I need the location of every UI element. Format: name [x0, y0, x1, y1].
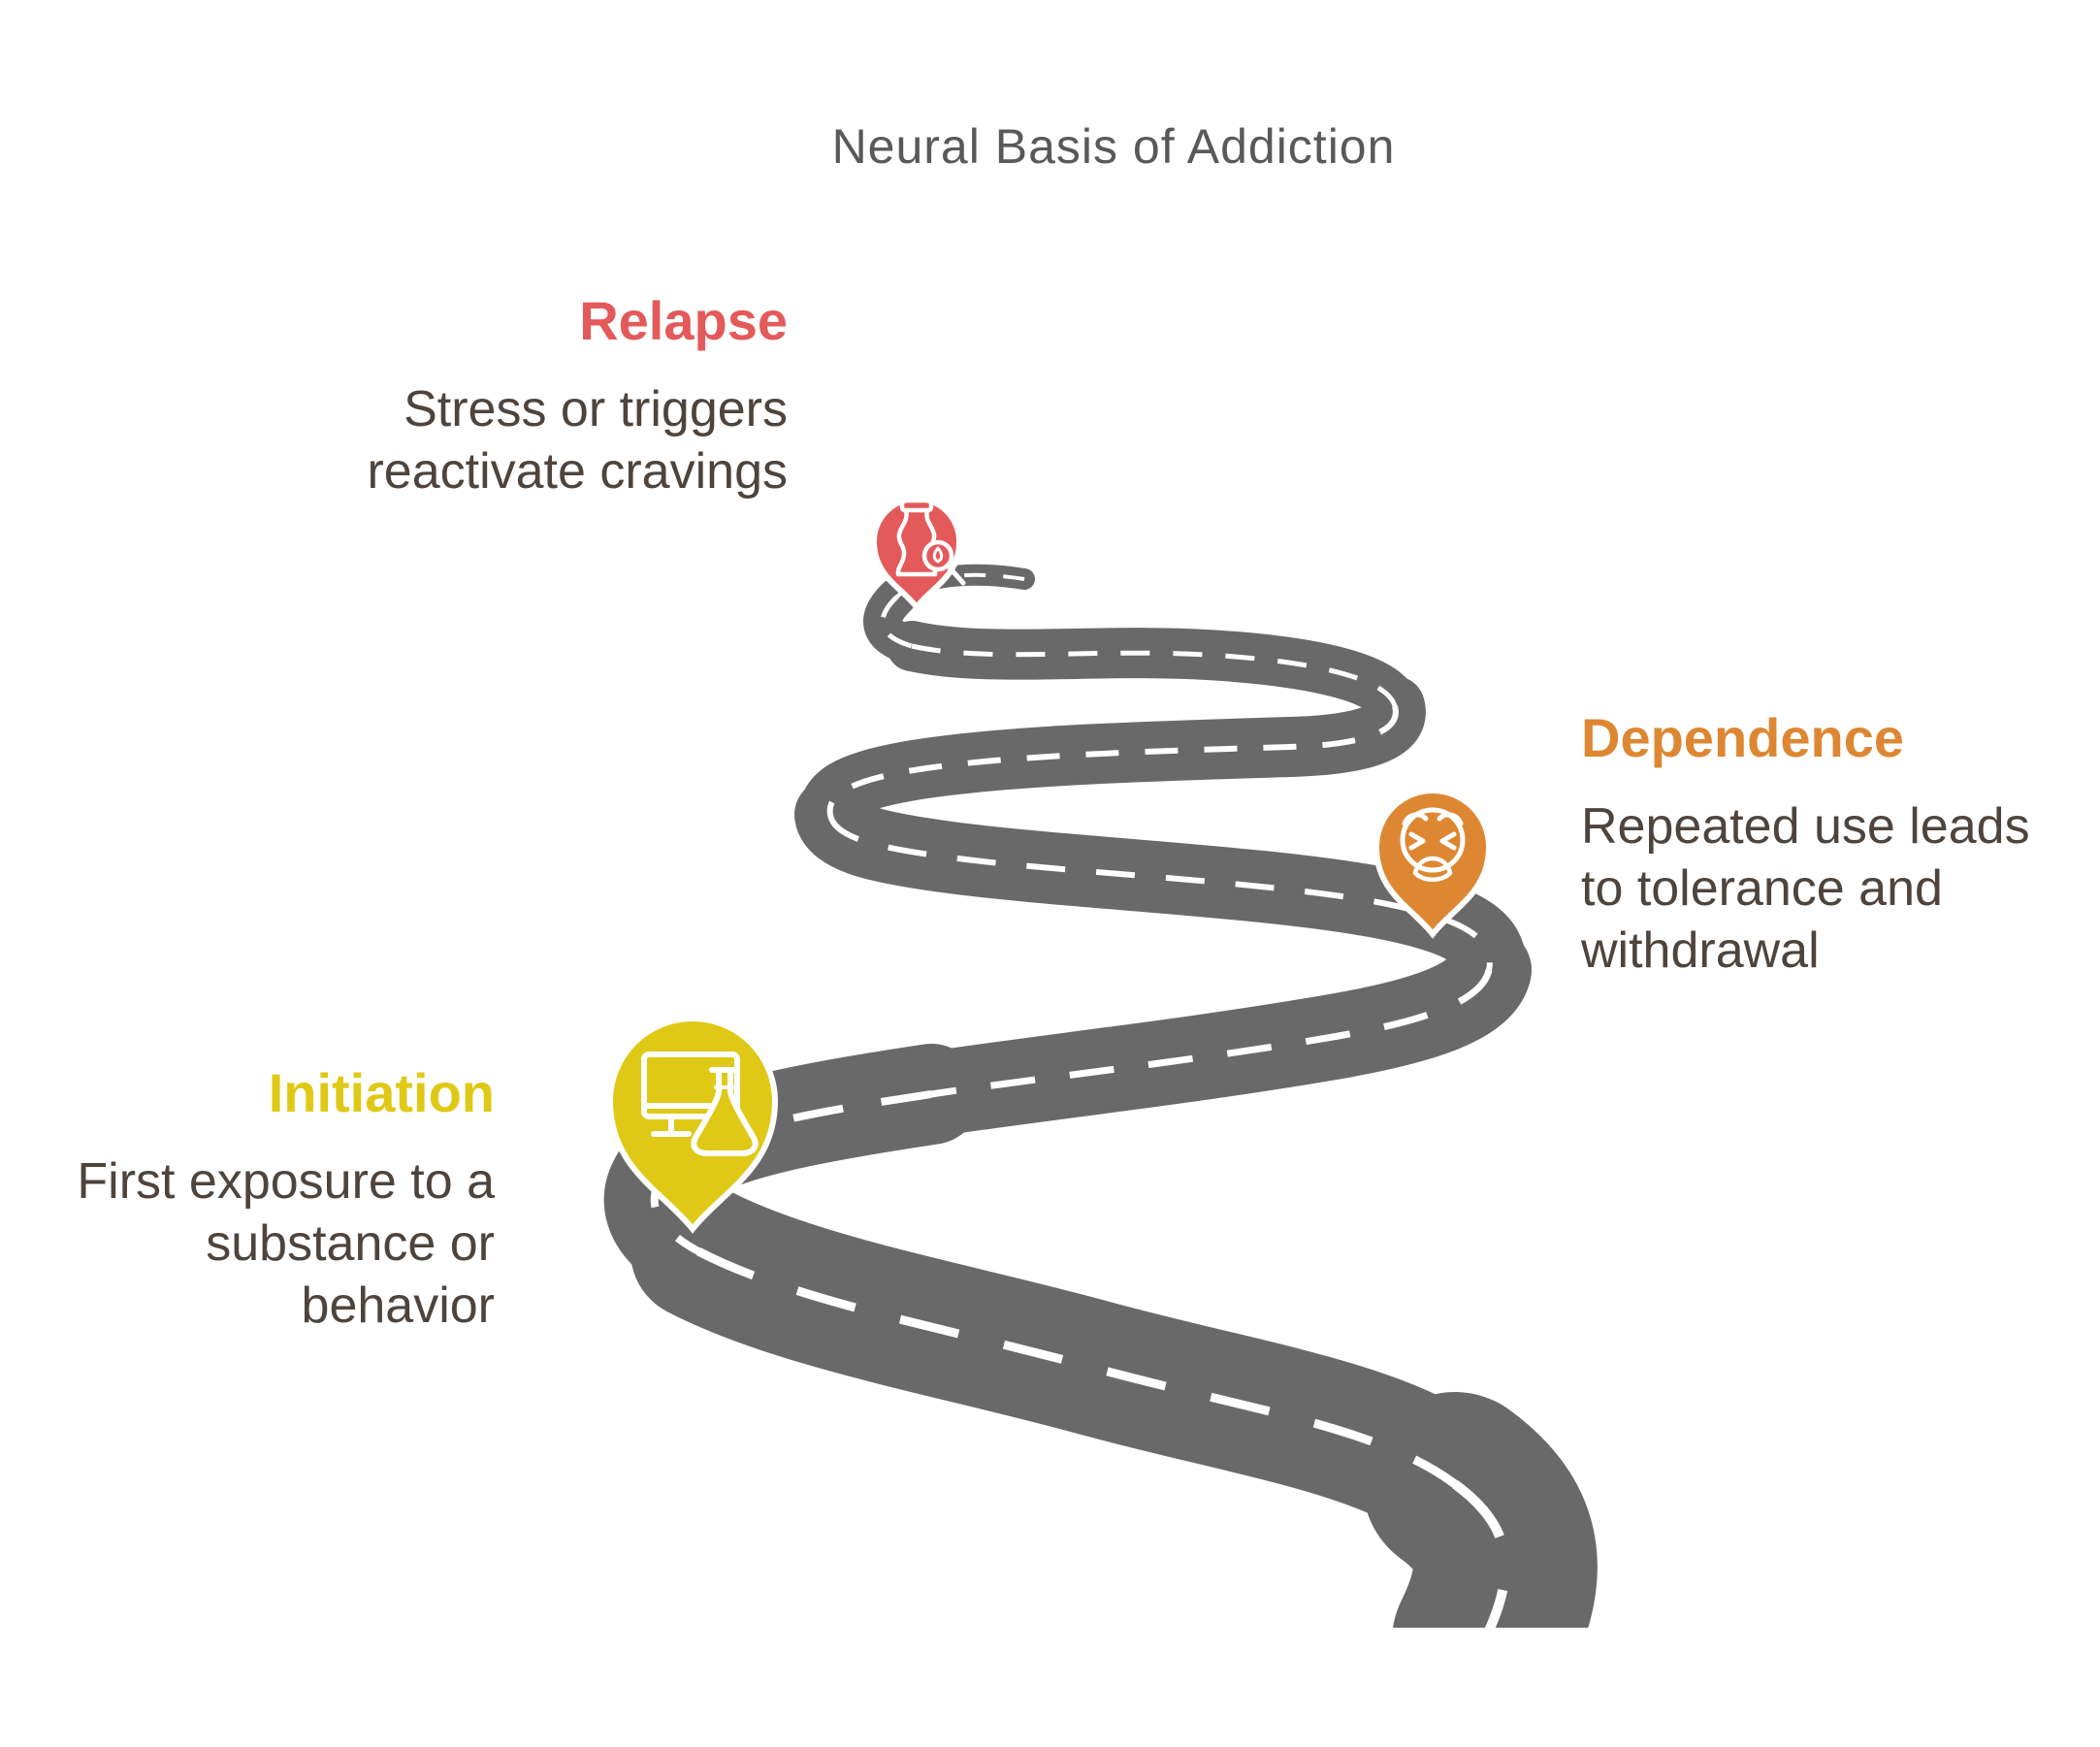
- road-end-mask: [1115, 1628, 1794, 1747]
- initiation-desc-line: First exposure to a: [77, 1153, 495, 1210]
- dependence-desc-line: to tolerance and: [1581, 860, 1943, 917]
- page-title: Neural Basis of Addiction: [831, 119, 1396, 174]
- relapse-pin: [870, 496, 966, 612]
- initiation-label: Initiation: [268, 1062, 495, 1123]
- initiation-pin: [606, 1016, 779, 1234]
- initiation-description: First exposure to a substance or behavio…: [58, 1150, 495, 1337]
- dependence-pin: [1373, 788, 1493, 939]
- relapse-desc-line: reactivate cravings: [367, 443, 788, 500]
- initiation-desc-line: behavior: [301, 1278, 495, 1334]
- milestone-relapse: Relapse Stress or triggers reactivate cr…: [283, 289, 788, 502]
- monitor-flask-icon: [641, 1051, 759, 1156]
- road-shape: [603, 564, 1598, 1733]
- dependence-desc-line: withdrawal: [1581, 922, 1820, 979]
- relapse-description: Stress or triggers reactivate cravings: [283, 378, 788, 502]
- dependence-description: Repeated use leads to tolerance and with…: [1581, 795, 2066, 982]
- vase-magnifier-icon: [895, 498, 966, 586]
- weary-face-icon: [1400, 807, 1466, 882]
- dependence-desc-line: Repeated use leads: [1581, 798, 2030, 855]
- relapse-label: Relapse: [579, 290, 788, 351]
- milestone-dependence: Dependence Repeated use leads to toleran…: [1581, 706, 2066, 982]
- initiation-desc-line: substance or: [206, 1215, 495, 1272]
- milestone-initiation: Initiation First exposure to a substance…: [58, 1061, 495, 1337]
- dependence-label: Dependence: [1581, 707, 1904, 768]
- relapse-desc-line: Stress or triggers: [404, 381, 788, 437]
- road-centerline: [650, 572, 1510, 1644]
